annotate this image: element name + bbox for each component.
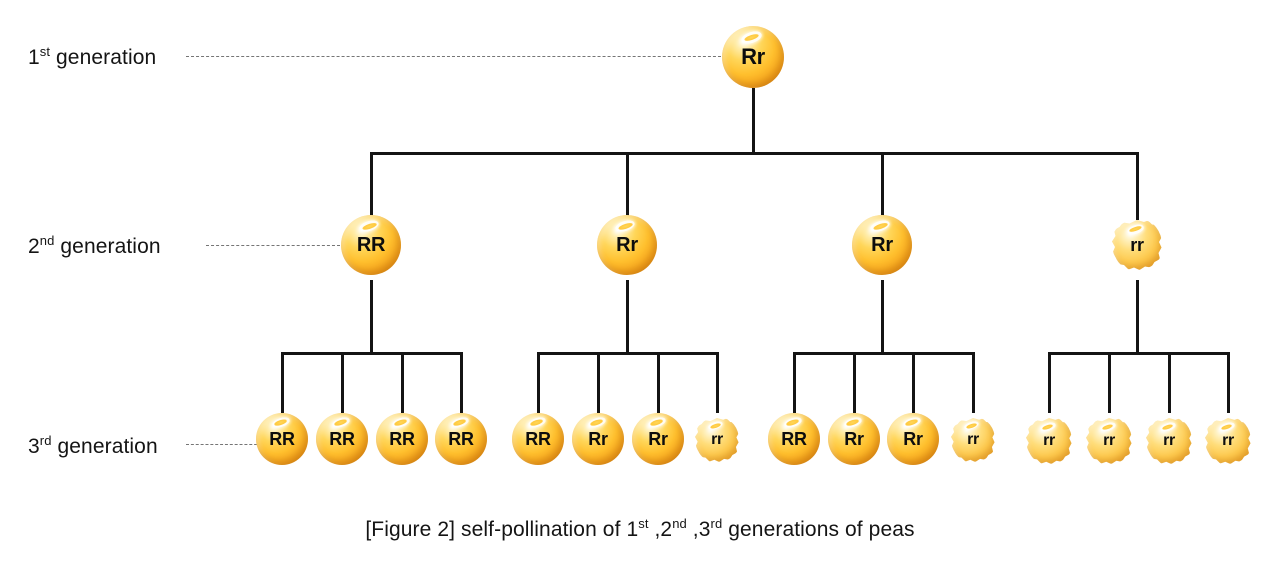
connector-gen2-drop-2 bbox=[626, 152, 629, 220]
connector-gen3-drop-6 bbox=[597, 352, 600, 413]
connector-gen2-3-stem bbox=[881, 280, 884, 352]
row-label-2-ordinal: 2 bbox=[28, 235, 40, 258]
connector-gen3-drop-5 bbox=[537, 352, 540, 413]
connector-gen3-bus-1 bbox=[281, 352, 463, 355]
pea-genotype-label: rr bbox=[1103, 432, 1115, 449]
pea-gen3-4[interactable]: RR bbox=[435, 413, 487, 465]
pea-gen3-3[interactable]: RR bbox=[376, 413, 428, 465]
connector-gen1-stem bbox=[752, 88, 755, 154]
row-label-3-word: generation bbox=[51, 435, 158, 458]
leader-line-generation-3 bbox=[186, 444, 262, 445]
pea-genotype-label: rr bbox=[711, 431, 723, 448]
row-label-1-ordinal: 1 bbox=[28, 46, 40, 69]
pea-genotype-label: Rr bbox=[844, 429, 864, 449]
pea-gen3-7[interactable]: Rr bbox=[632, 413, 684, 465]
connector-gen2-bus bbox=[370, 152, 1139, 155]
connector-gen3-bus-3 bbox=[793, 352, 975, 355]
pea-genotype-label: rr bbox=[967, 431, 979, 448]
connector-gen2-drop-1 bbox=[370, 152, 373, 220]
row-label-3-suffix: rd bbox=[39, 433, 52, 448]
pea-gen3-13[interactable]: rr bbox=[1026, 418, 1072, 464]
connector-gen3-drop-13 bbox=[1048, 352, 1051, 413]
pea-gen1-1[interactable]: Rr bbox=[722, 26, 784, 88]
pea-genotype-label: RR bbox=[389, 429, 415, 449]
pea-gen3-2[interactable]: RR bbox=[316, 413, 368, 465]
connector-gen3-drop-3 bbox=[401, 352, 404, 413]
pea-genotype-label: rr bbox=[1043, 432, 1055, 449]
pea-gen2-2[interactable]: Rr bbox=[597, 215, 657, 275]
row-label-1-word: generation bbox=[50, 46, 157, 69]
row-label-1-suffix: st bbox=[39, 44, 51, 59]
pea-genotype-label: Rr bbox=[903, 429, 923, 449]
connector-gen3-drop-4 bbox=[460, 352, 463, 413]
pea-genotype-label: RR bbox=[269, 429, 295, 449]
connector-gen3-drop-10 bbox=[853, 352, 856, 413]
caption-sup-3rd: rd bbox=[710, 516, 723, 531]
leader-line-generation-1 bbox=[186, 56, 731, 57]
row-label-generation-2: 2nd generation bbox=[28, 233, 161, 258]
connector-gen3-bus-2 bbox=[537, 352, 719, 355]
connector-gen3-drop-16 bbox=[1227, 352, 1230, 413]
connector-gen2-4-stem bbox=[1136, 280, 1139, 352]
connector-gen2-2-stem bbox=[626, 280, 629, 352]
figure-caption: [Figure 2] self-pollination of 1st ,2nd … bbox=[0, 516, 1280, 542]
row-label-generation-3: 3rd generation bbox=[28, 433, 158, 458]
row-label-2-suffix: nd bbox=[39, 233, 55, 248]
pea-gen3-5[interactable]: RR bbox=[512, 413, 564, 465]
pea-gen3-10[interactable]: Rr bbox=[828, 413, 880, 465]
pea-gen2-3[interactable]: Rr bbox=[852, 215, 912, 275]
connector-gen3-drop-15 bbox=[1168, 352, 1171, 413]
connector-gen3-drop-9 bbox=[793, 352, 796, 413]
connector-gen2-drop-3 bbox=[881, 152, 884, 220]
caption-sup-2nd: nd bbox=[672, 516, 687, 531]
connector-gen3-drop-2 bbox=[341, 352, 344, 413]
pea-gen3-14[interactable]: rr bbox=[1086, 418, 1132, 464]
pea-gen3-9[interactable]: RR bbox=[768, 413, 820, 465]
pea-genotype-label: Rr bbox=[648, 429, 668, 449]
row-label-2-word: generation bbox=[54, 235, 161, 258]
connector-gen2-1-stem bbox=[370, 280, 373, 352]
row-label-generation-1: 1st generation bbox=[28, 44, 157, 69]
pea-gen3-15[interactable]: rr bbox=[1146, 418, 1192, 464]
pea-gen3-1[interactable]: RR bbox=[256, 413, 308, 465]
pea-gen3-11[interactable]: Rr bbox=[887, 413, 939, 465]
pea-genotype-label: Rr bbox=[741, 44, 765, 69]
pea-genotype-label: Rr bbox=[616, 234, 638, 256]
pea-genotype-label: Rr bbox=[588, 429, 608, 449]
caption-prefix: [Figure 2] self-pollination of 1 bbox=[365, 518, 639, 541]
pea-genotype-label: rr bbox=[1222, 432, 1234, 449]
caption-sup-1st: st bbox=[638, 516, 649, 531]
pea-genotype-label: rr bbox=[1163, 432, 1175, 449]
connector-gen3-bus-4 bbox=[1048, 352, 1230, 355]
caption-suffix: generations of peas bbox=[722, 518, 915, 541]
pea-gen2-4[interactable]: rr bbox=[1112, 220, 1162, 270]
connector-gen3-drop-8 bbox=[716, 352, 719, 413]
pea-gen3-12[interactable]: rr bbox=[951, 418, 995, 462]
pea-gen3-8[interactable]: rr bbox=[695, 418, 739, 462]
pea-genotype-label: RR bbox=[448, 429, 474, 449]
pea-genotype-label: rr bbox=[1130, 235, 1144, 255]
pea-genotype-label: RR bbox=[781, 429, 807, 449]
connector-gen3-drop-1 bbox=[281, 352, 284, 413]
pea-gen2-1[interactable]: RR bbox=[341, 215, 401, 275]
pea-genotype-label: Rr bbox=[871, 234, 893, 256]
pea-genotype-label: RR bbox=[329, 429, 355, 449]
connector-gen2-drop-4 bbox=[1136, 152, 1139, 220]
connector-gen3-drop-11 bbox=[912, 352, 915, 413]
pea-genotype-label: RR bbox=[356, 234, 386, 256]
row-label-3-ordinal: 3 bbox=[28, 435, 40, 458]
connector-gen3-drop-7 bbox=[657, 352, 660, 413]
leader-line-generation-2 bbox=[206, 245, 340, 246]
pea-gen3-6[interactable]: Rr bbox=[572, 413, 624, 465]
connector-gen3-drop-12 bbox=[972, 352, 975, 413]
caption-mid-1: ,2 bbox=[648, 518, 673, 541]
pea-gen3-16[interactable]: rr bbox=[1205, 418, 1251, 464]
connector-gen3-drop-14 bbox=[1108, 352, 1111, 413]
pea-genotype-label: RR bbox=[525, 429, 551, 449]
caption-mid-2: ,3 bbox=[686, 518, 711, 541]
